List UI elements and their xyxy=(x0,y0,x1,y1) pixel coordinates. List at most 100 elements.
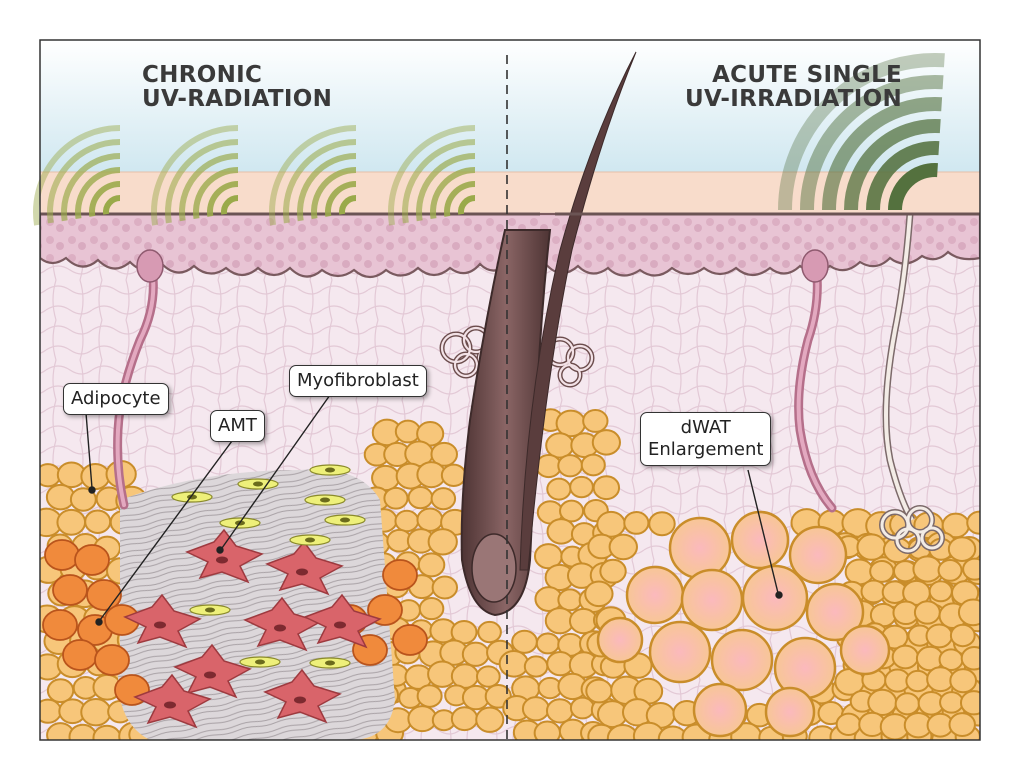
adipocyte-cell xyxy=(430,441,458,467)
panel-title-chronic-line1: CHRONIC xyxy=(142,62,263,88)
adipocyte-cell xyxy=(84,509,112,534)
enlarged-adipocyte-cell xyxy=(710,628,774,692)
adipocyte-cell xyxy=(45,483,76,511)
uv-wave-chronic xyxy=(33,125,121,226)
uv-wave-acute xyxy=(800,75,944,211)
fibroblasts xyxy=(171,464,366,669)
adipocyte-cell xyxy=(80,697,112,727)
uv-wave-chronic xyxy=(221,195,239,215)
adipocyte-cell xyxy=(40,698,62,724)
sebaceous-gland-left xyxy=(136,249,164,283)
adipocyte-cell xyxy=(591,429,621,456)
adipocyte-cell xyxy=(913,600,941,625)
adipocyte-cell xyxy=(937,559,963,582)
adipocyte-cell xyxy=(523,655,549,678)
panel-title-chronic-line2: UV-RADIATION xyxy=(142,86,333,112)
uv-wave-chronic xyxy=(269,125,357,226)
uv-wave-acute xyxy=(866,141,940,211)
adipocyte-cell xyxy=(939,691,964,714)
adipocyte-cell xyxy=(417,552,446,578)
fibroblast-nucleus xyxy=(305,537,315,543)
enlarged-adipocyte-cell xyxy=(648,620,712,684)
adipocyte-cell xyxy=(80,462,111,491)
adipocyte-cell xyxy=(568,607,598,635)
adipocyte-cell xyxy=(545,432,575,459)
adipocyte-cell xyxy=(511,629,538,654)
myofibroblast-nucleus xyxy=(274,624,286,632)
enlarged-adipocytes xyxy=(596,510,891,738)
uv-wave-chronic xyxy=(179,153,239,222)
callout-amt-text: AMT xyxy=(218,415,257,436)
myofibroblast-cell xyxy=(185,528,264,584)
adipocyte-cell xyxy=(623,511,650,535)
uv-wave-chronic xyxy=(283,139,357,224)
callout-adipocyte: Adipocyte xyxy=(63,383,169,415)
callout-myofibroblast: Myofibroblast xyxy=(289,365,427,397)
uv-wave-chronic xyxy=(458,195,476,215)
uv-wave-chronic xyxy=(444,181,476,217)
myofibroblasts xyxy=(123,528,382,729)
uv-wave-chronic xyxy=(339,195,357,215)
adipocyte-cell xyxy=(440,463,467,487)
enlarged-adipocyte-cell xyxy=(680,568,744,632)
uv-waves-chronic xyxy=(33,125,476,226)
adipocyte-cell xyxy=(92,724,122,740)
callout-dwat-line1: dWAT xyxy=(680,417,731,438)
adipocyte-cell xyxy=(430,487,457,511)
uv-waves-acute xyxy=(778,53,945,211)
adipocyte-cell xyxy=(557,588,583,612)
uv-wave-chronic xyxy=(416,153,476,222)
myofibroblast-cell xyxy=(265,540,344,596)
amt-cell xyxy=(392,624,428,656)
callout-amt: AMT xyxy=(210,410,265,442)
adipocyte-cell xyxy=(949,623,976,648)
adipocyte-cell xyxy=(416,507,444,532)
hair-shaft xyxy=(519,51,637,571)
panel-title-chronic: CHRONIC UV-RADIATION xyxy=(142,63,332,111)
adipocyte-cell xyxy=(608,533,638,561)
adipocyte-cell xyxy=(418,596,445,621)
enlarged-adipocyte-cell xyxy=(741,564,809,632)
adipocyte-cell xyxy=(867,688,898,716)
adipocyte-cell xyxy=(559,499,585,523)
adipocyte-cell xyxy=(475,665,501,688)
adipocyte-cell xyxy=(584,580,614,608)
sebaceous-gland-right xyxy=(801,249,829,283)
adipocyte-cell xyxy=(557,454,584,478)
adipocyte-cell xyxy=(960,645,980,671)
callout-myofibroblast-text: Myofibroblast xyxy=(297,370,419,391)
adipocyte-cell xyxy=(582,408,609,433)
amt-cell xyxy=(44,539,80,571)
amt-cell xyxy=(94,644,130,676)
uv-wave-acute xyxy=(822,97,943,211)
uv-wave-chronic xyxy=(75,167,121,220)
callout-adipocyte-text: Adipocyte xyxy=(71,388,161,409)
myofibroblast-nucleus xyxy=(296,568,308,576)
adipocyte-cell xyxy=(928,580,953,603)
adipocyte-cell xyxy=(569,475,594,499)
myofibroblast-cell xyxy=(123,593,202,649)
fibroblast-nucleus xyxy=(325,660,335,666)
enlarged-adipocyte-cell xyxy=(805,582,865,642)
adipocyte-cell xyxy=(925,623,953,649)
uv-wave-chronic xyxy=(193,167,239,220)
adipocyte-cell xyxy=(461,641,490,667)
adipocyte-cell xyxy=(498,649,530,678)
adipocyte-cell xyxy=(68,723,98,740)
myofibroblast-nucleus xyxy=(154,621,166,629)
adipocyte-cell xyxy=(599,558,627,584)
uv-wave-chronic xyxy=(151,125,239,226)
adipocyte-cell xyxy=(959,690,980,716)
adipocyte-cell xyxy=(949,668,978,694)
panel-title-acute-line1: ACUTE SINGLE xyxy=(712,62,903,88)
uv-wave-chronic xyxy=(103,195,121,215)
adipocyte-cell xyxy=(477,620,502,644)
enlarged-adipocyte-cell xyxy=(692,682,748,738)
adipocyte-cell xyxy=(648,511,676,537)
myofibroblast-nucleus xyxy=(294,696,306,704)
adipocyte-cell xyxy=(546,477,572,501)
adipocyte-cell xyxy=(521,696,550,722)
adipocyte-cell xyxy=(56,508,87,536)
myofibroblast-cell xyxy=(303,593,382,649)
